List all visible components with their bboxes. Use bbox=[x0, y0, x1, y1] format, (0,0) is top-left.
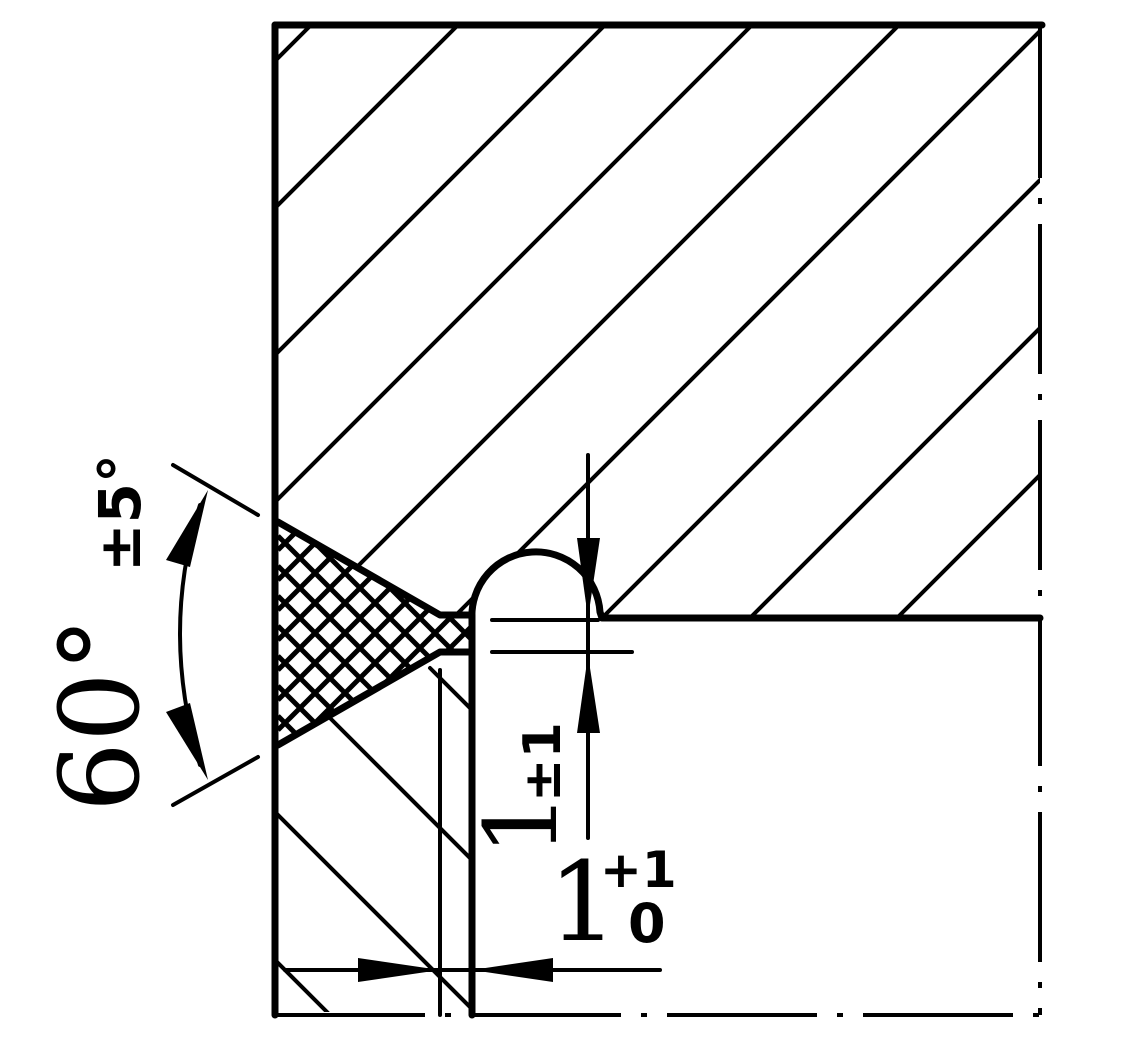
crosshatch-line bbox=[278, 522, 472, 552]
gap-dimension-lines bbox=[283, 668, 662, 1017]
crosshatch-line bbox=[278, 654, 472, 745]
gap-lower-tolerance: 0 bbox=[628, 892, 666, 955]
crosshatch-line bbox=[278, 522, 472, 642]
crosshatch-line bbox=[278, 326, 472, 520]
angle-dimension-lines bbox=[166, 463, 260, 807]
depth-value: 1 bbox=[463, 792, 580, 856]
gap-upper-tolerance: +1 bbox=[600, 841, 677, 899]
depth-dimension-lines bbox=[490, 453, 634, 840]
crosshatch-line bbox=[278, 326, 472, 520]
gap-value: 1 bbox=[548, 838, 618, 966]
crosshatch-line bbox=[278, 714, 472, 745]
crosshatch-line bbox=[278, 522, 472, 582]
part-outline bbox=[271, 21, 1046, 1019]
depth-tolerance: ±1 bbox=[513, 722, 573, 802]
angle-value: 60° bbox=[36, 617, 164, 812]
angle-tolerance: ±5° bbox=[86, 454, 154, 572]
crosshatch-line bbox=[278, 714, 472, 745]
crosshatch-line bbox=[278, 522, 472, 612]
crosshatch-line bbox=[278, 684, 472, 745]
crosshatch-line bbox=[278, 522, 472, 552]
